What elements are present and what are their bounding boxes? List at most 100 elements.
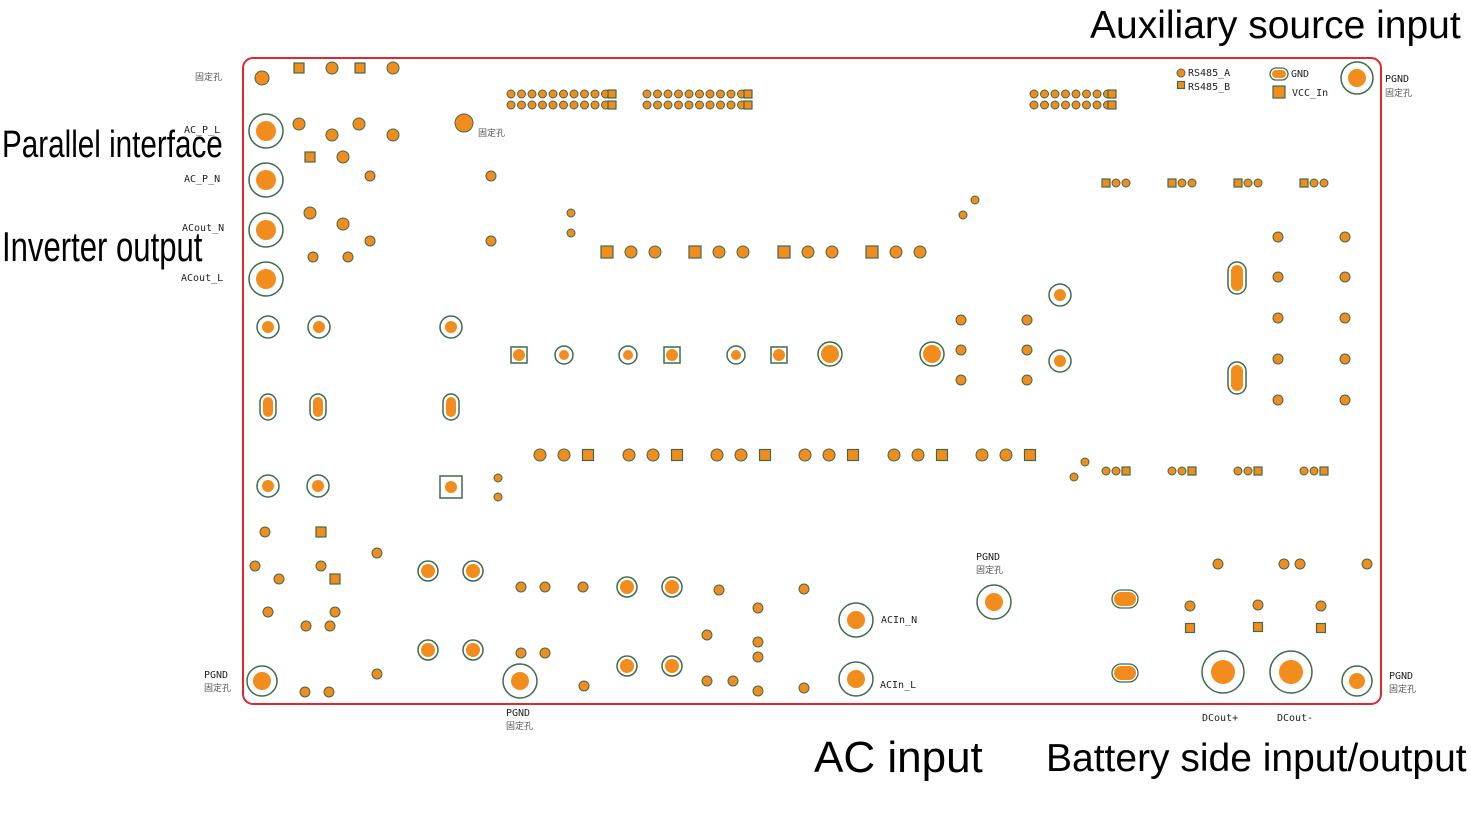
square-pad — [1319, 466, 1329, 476]
via-pad — [262, 606, 274, 618]
via-pad — [557, 448, 571, 462]
via-pad — [590, 100, 600, 110]
via-pad — [1233, 466, 1243, 476]
via-pad — [1184, 600, 1196, 612]
via-pad — [999, 448, 1013, 462]
square-pad — [1107, 89, 1117, 99]
via-pad — [506, 100, 516, 110]
via-pad — [684, 89, 694, 99]
via-pad — [539, 581, 551, 593]
label-pgnd-bl: PGND — [204, 670, 228, 681]
via-pad — [624, 245, 638, 259]
label-hole-bm: 固定孔 — [506, 720, 533, 732]
via-pad — [1021, 374, 1033, 386]
via-pad — [538, 89, 547, 99]
via-pad — [1212, 558, 1224, 570]
label-acout-l: ACout_L — [181, 273, 223, 284]
square-pad — [315, 526, 327, 538]
via-pad — [323, 686, 335, 698]
ring-pad-core — [1349, 673, 1365, 689]
via-pad — [1021, 314, 1033, 326]
via-pad — [798, 682, 810, 694]
ring-pad-core — [847, 670, 865, 688]
via-pad — [1061, 89, 1070, 99]
square-ring-core — [513, 349, 525, 361]
ring-pad-core — [253, 672, 271, 690]
via-pad — [548, 100, 558, 110]
ring-pad-core — [466, 643, 480, 657]
square-pad — [600, 245, 614, 259]
pad-layer — [246, 61, 1374, 699]
via-pad — [642, 89, 652, 99]
via-pad — [303, 206, 317, 220]
square-ring-core — [773, 349, 785, 361]
via-pad — [955, 314, 967, 326]
square-ring-core — [445, 481, 457, 493]
via-pad — [527, 89, 537, 99]
via-pad — [1315, 600, 1327, 612]
via-pad — [336, 217, 350, 231]
via-pad — [734, 448, 748, 462]
square-pad — [1184, 622, 1196, 634]
via-pad — [825, 245, 839, 259]
ring-pad-core — [1054, 355, 1066, 367]
via-pad — [663, 100, 673, 110]
via-pad — [1319, 178, 1329, 188]
square-pad — [1233, 178, 1243, 188]
via-pad — [371, 668, 383, 680]
via-pad — [485, 170, 497, 182]
via-pad — [1339, 231, 1351, 243]
label-acin-l: ACIn_L — [880, 680, 916, 691]
via-pad — [371, 547, 383, 559]
via-pad — [958, 210, 968, 220]
square-pad — [354, 62, 366, 74]
via-pad — [254, 70, 270, 86]
label-hole-br: 固定孔 — [1389, 683, 1416, 695]
ring-pad-core — [559, 350, 569, 360]
via-pad — [752, 636, 764, 648]
oval-pad-core — [1231, 265, 1243, 291]
via-pad — [701, 629, 713, 641]
via-pad — [590, 89, 600, 99]
label-hole-tr: 固定孔 — [1385, 87, 1412, 99]
label-hole-bl: 固定孔 — [204, 682, 231, 694]
via-pad — [515, 647, 527, 659]
ring-pad-core — [262, 321, 274, 333]
square-pad — [1121, 466, 1131, 476]
via-pad — [539, 647, 551, 659]
label-hole-tl: 固定孔 — [195, 71, 222, 83]
via-pad — [1253, 178, 1263, 188]
ring-pad-core — [665, 659, 679, 673]
via-pad — [1176, 68, 1186, 78]
via-pad — [1050, 100, 1060, 110]
via-pad — [1309, 466, 1319, 476]
aux-source-title: Auxiliary source input — [1090, 4, 1461, 47]
square-pad — [1101, 178, 1111, 188]
via-pad — [1177, 178, 1187, 188]
label-pgnd-mid: PGND — [976, 552, 1000, 563]
via-pad — [1040, 89, 1049, 99]
via-pad — [307, 251, 319, 263]
via-pad — [548, 89, 558, 99]
via-pad — [559, 100, 568, 110]
via-pad — [727, 675, 739, 687]
via-pad — [1272, 312, 1284, 324]
via-pad — [493, 492, 503, 502]
label-ac-p-l: AC_P_L — [184, 125, 220, 136]
ring-pad-core — [421, 643, 435, 657]
via-pad — [1092, 100, 1102, 110]
via-pad — [798, 448, 812, 462]
via-pad — [315, 560, 327, 572]
ring-pad-core — [421, 564, 435, 578]
square-pad — [743, 89, 753, 99]
via-pad — [569, 89, 579, 99]
via-pad — [578, 680, 590, 692]
square-pad — [1299, 178, 1309, 188]
ring-pad-core — [262, 480, 274, 492]
square-pad — [865, 245, 879, 259]
via-pad — [580, 89, 589, 99]
via-pad — [329, 606, 341, 618]
square-pad — [1107, 100, 1117, 110]
via-pad — [1272, 394, 1284, 406]
